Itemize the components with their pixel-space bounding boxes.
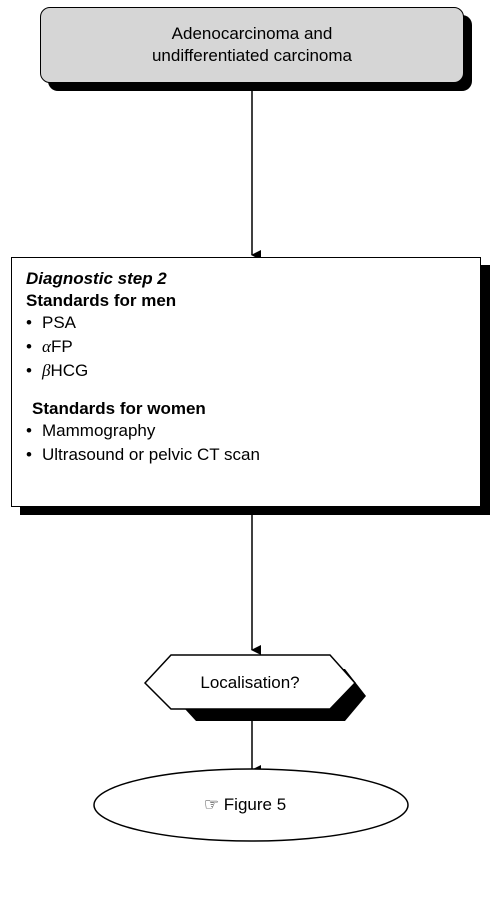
list-item: • βHCG	[26, 360, 466, 382]
list-item: • PSA	[26, 312, 466, 334]
decision-node	[143, 654, 357, 710]
item-text: FP	[50, 337, 73, 356]
end-label: ☞ Figure 5	[140, 794, 350, 816]
list-item: • Ultrasound or pelvic CT scan	[26, 444, 466, 466]
item-prefix: α	[42, 337, 51, 356]
men-heading: Standards for men	[26, 291, 177, 310]
step2-node: Diagnostic step 2 Standards for men • PSA…	[11, 257, 481, 507]
item-prefix: β	[42, 361, 51, 380]
bullet-icon: •	[26, 337, 32, 356]
item-text: Ultrasound or pelvic CT scan	[42, 445, 260, 464]
bullet-icon: •	[26, 445, 32, 464]
bullet-icon: •	[26, 361, 32, 380]
bullet-icon: •	[26, 421, 32, 440]
end-label-text: Figure 5	[223, 795, 287, 814]
decision-label: Localisation?	[200, 673, 300, 692]
item-text: HCG	[50, 361, 89, 380]
start-node-line1: Adenocarcinoma and	[171, 24, 333, 43]
pointing-hand-icon: ☞	[203, 795, 220, 814]
start-node: Adenocarcinoma and undifferentiated carc…	[40, 7, 464, 83]
step2-title: Diagnostic step 2	[26, 269, 167, 288]
item-text: PSA	[42, 313, 77, 332]
list-item: • Mammography	[26, 420, 466, 442]
end-node	[93, 768, 409, 842]
start-node-line2: undifferentiated carcinoma	[151, 46, 353, 65]
women-heading: Standards for women	[32, 399, 206, 418]
men-list: • PSA • αFP • βHCG	[26, 312, 466, 382]
women-list: • Mammography • Ultrasound or pelvic CT sc…	[26, 420, 466, 466]
list-item: • αFP	[26, 336, 466, 358]
item-text: Mammography	[42, 421, 156, 440]
bullet-icon: •	[26, 313, 32, 332]
